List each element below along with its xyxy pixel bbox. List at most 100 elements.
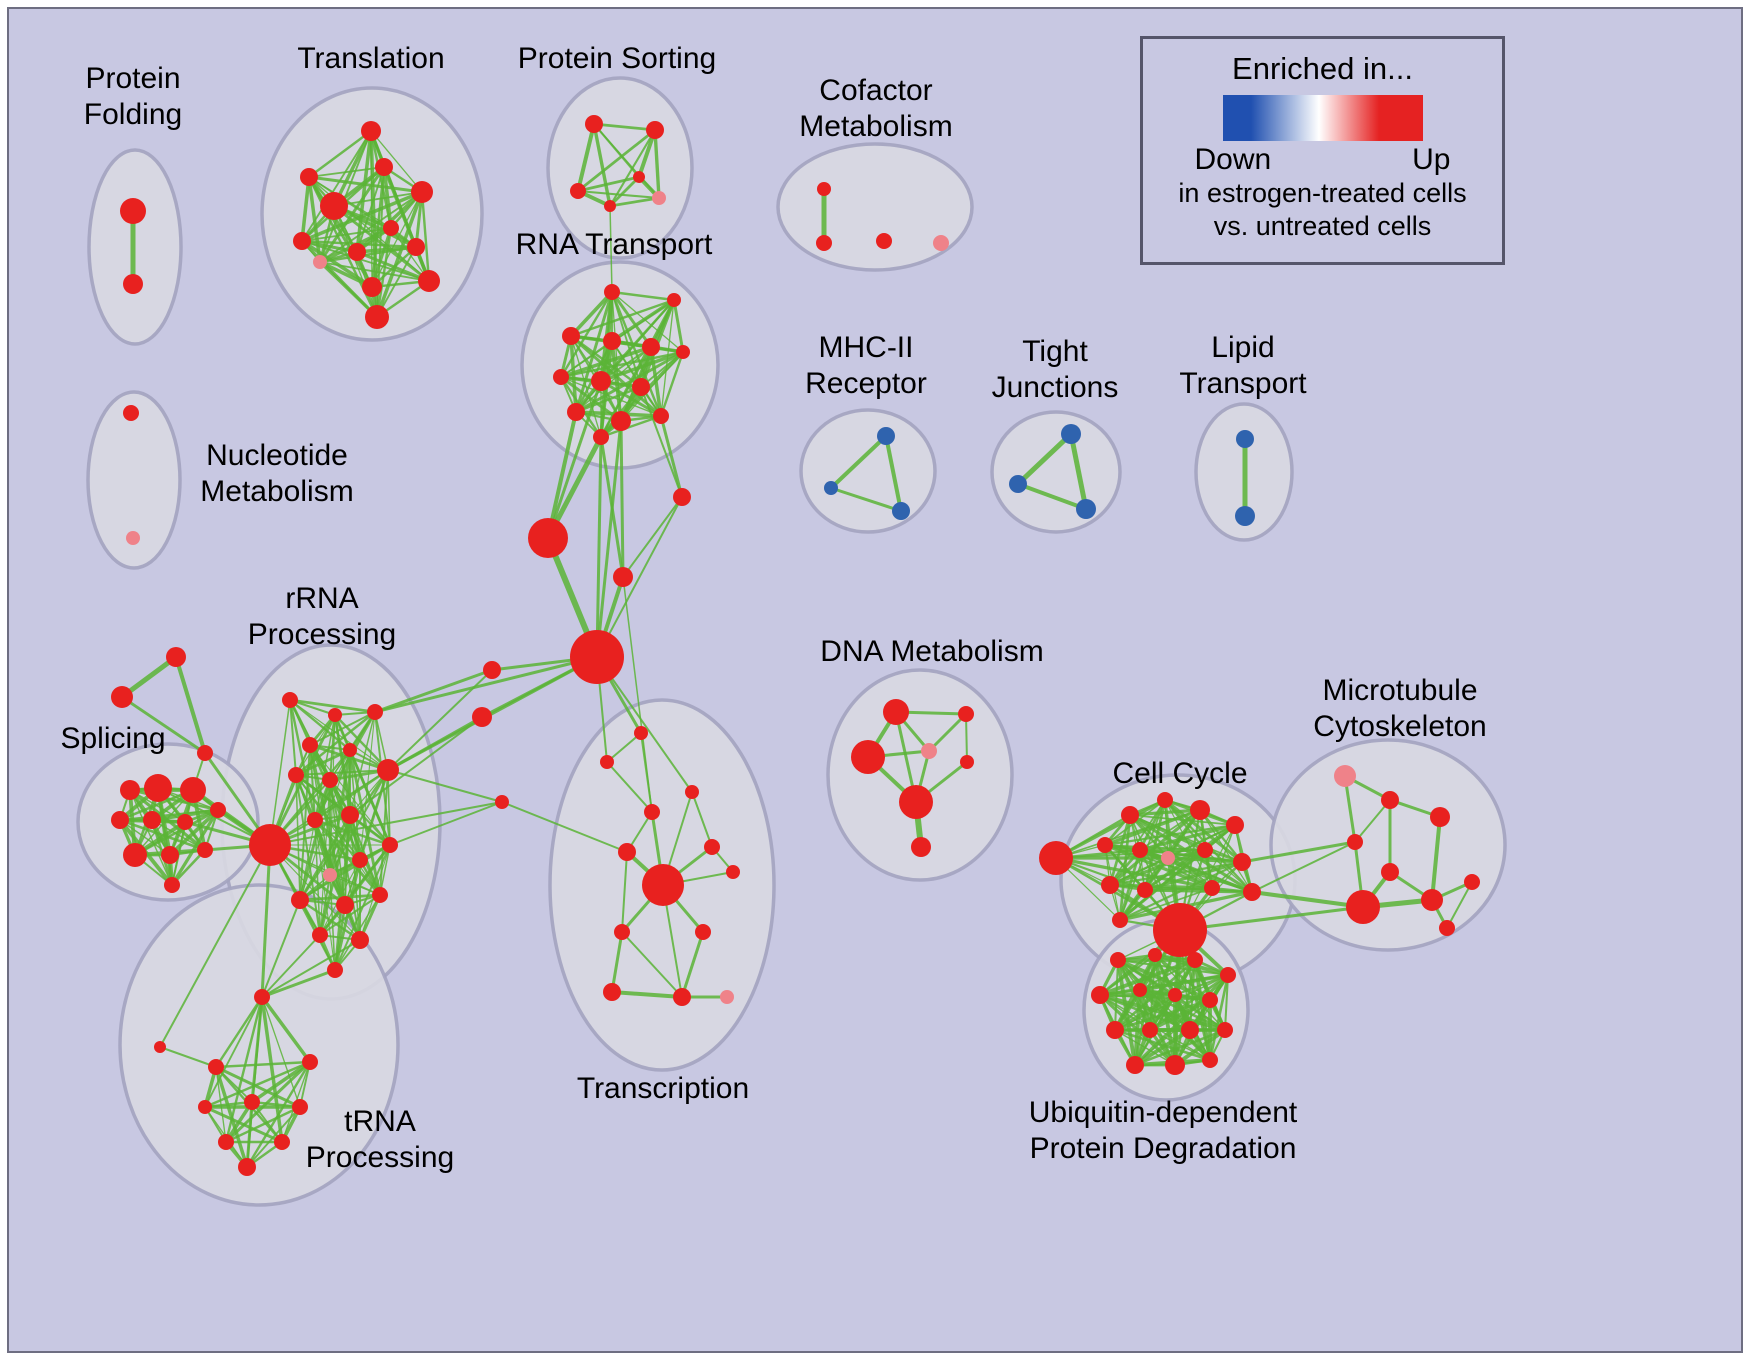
network-node [593,429,609,445]
network-node [851,740,885,774]
network-edge [299,898,361,942]
network-edge [295,748,351,777]
network-node [528,518,568,558]
network-node [154,1041,166,1053]
network-edge [622,496,683,578]
network-node [611,411,631,431]
network-edge [374,668,493,714]
network-node [570,183,586,199]
network-edge [576,123,596,192]
network-node [1347,834,1363,850]
network-edge [609,129,656,207]
cluster-label-splicing: Splicing [60,722,165,755]
network-node [1197,842,1213,858]
network-node [1233,853,1251,871]
network-node [372,887,388,903]
cluster-label-cofactor-metabolism: Metabolism [799,110,952,143]
network-edge [1204,849,1253,893]
cluster-label-protein-folding: Protein [85,62,180,95]
network-edge [120,654,178,700]
network-edge [1114,993,1176,1032]
network-edge [1138,799,1167,851]
network-node [341,806,359,824]
cluster-label-microtubule-cytoskeleton: Microtubule [1322,674,1477,707]
network-node [328,708,342,722]
network-edge [1251,890,1364,909]
network-edge [261,939,361,998]
legend-subtitle-line1: in estrogen-treated cells [1178,178,1467,208]
network-edge [659,351,685,417]
network-edge [309,711,376,746]
network-edge [382,166,393,229]
network-edge [224,1060,312,1144]
network-node [816,235,832,251]
network-edge [307,176,322,263]
network-node [1421,889,1443,911]
network-node [921,743,937,759]
network-edge [349,716,483,816]
network-node [1202,1052,1218,1068]
network-node [1217,1022,1233,1038]
cluster-label-trna-processing: Processing [306,1141,454,1174]
network-edge [600,350,684,383]
network-edge [204,996,263,1108]
network-node [1148,948,1162,962]
network-edge [1174,974,1229,996]
network-node [1091,986,1109,1004]
network-edge [204,1060,311,1109]
network-node [567,403,585,421]
network-node [817,182,831,196]
cluster-label-cell-cycle: Cell Cycle [1112,757,1247,790]
network-edge [1173,1028,1227,1067]
legend-up-label: Up [1412,143,1451,176]
cluster-label-trna-processing: tRNA [344,1105,416,1138]
network-edge [622,576,653,813]
network-edge [300,176,311,242]
legend-subtitle-line2: vs. untreated cells [1213,211,1432,241]
network-node [1243,883,1261,901]
network-edge [301,239,373,289]
network-edge [830,486,902,513]
network-edge [680,931,705,998]
network-edge [119,788,194,822]
cluster-label-tight-junctions: Tight [1022,335,1088,368]
network-edge [261,899,301,998]
network-node [603,983,621,1001]
network-node [673,988,691,1006]
network-edge [370,130,423,193]
network-edge [609,176,640,207]
network-node [143,811,161,829]
network-edge [501,801,628,853]
network-node [292,1099,308,1115]
network-node [302,737,318,753]
network-edge [1139,823,1236,852]
network-node [418,270,440,292]
network-edge [1134,1028,1226,1067]
network-node [123,843,147,867]
network-edge [1109,848,1206,887]
network-node [111,811,129,829]
network-edge [260,995,312,1064]
cluster-label-microtubule-cytoskeleton: Cytoskeleton [1313,710,1486,743]
network-edge [1343,775,1357,843]
network-node [198,1100,212,1114]
network-edge [611,290,675,302]
network-edge [356,166,385,253]
network-edge [251,1060,311,1104]
network-node [1009,475,1027,493]
network-edge [289,698,376,714]
network-edge [301,190,423,243]
network-edge [546,380,603,539]
network-node [320,192,348,220]
network-edge [659,415,684,498]
network-node [1110,952,1126,968]
network-node [958,706,974,722]
legend-title: Enriched in... [1232,51,1413,86]
cluster-label-mhc-ii-receptor: MHC-II [819,331,914,364]
network-edge [1114,1029,1176,1066]
cluster-label-rna-transport: RNA Transport [516,228,713,261]
network-node [1126,1056,1144,1074]
network-edge [309,744,316,821]
network-edge [159,844,271,1048]
network-node [1121,806,1139,824]
